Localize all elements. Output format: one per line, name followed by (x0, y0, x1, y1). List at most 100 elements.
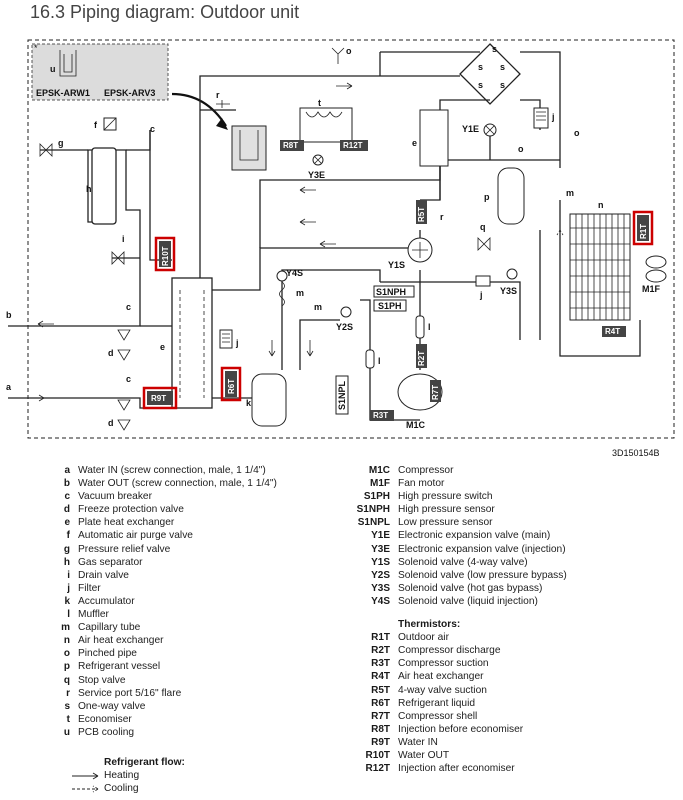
svg-text:h: h (86, 184, 92, 194)
legend-value: Outdoor air (398, 632, 449, 644)
legend-value: Water IN (398, 736, 438, 748)
label-b: b (6, 310, 12, 320)
legend-key: b (63, 478, 70, 490)
plate-heat-exchanger (171, 277, 213, 409)
legend-key: R4T (371, 671, 390, 683)
legend-value: Freeze protection valve (78, 504, 184, 516)
svg-text:R7T: R7T (431, 385, 440, 400)
legend-value: Service port 5/16" flare (78, 687, 182, 699)
four-way-valve (407, 237, 433, 263)
svg-text:k: k (246, 398, 252, 408)
pcb-cooling-symbol (59, 50, 77, 77)
one-way-valve-bridge (459, 43, 521, 105)
legend-value: Injection after economiser (398, 763, 515, 775)
svg-text:d: d (108, 418, 114, 428)
legend-value: Pinched pipe (78, 648, 137, 660)
pcb-cooling (231, 125, 267, 171)
legend-value: Stop valve (78, 674, 126, 686)
svg-text:j: j (551, 112, 555, 122)
svg-text:R5T: R5T (417, 207, 426, 222)
legend-value: High pressure switch (398, 491, 493, 503)
page-title: 16.3 Piping diagram: Outdoor unit (30, 2, 300, 22)
gas-separator (91, 147, 117, 225)
thermistors-title: Thermistors: (398, 619, 461, 631)
legend-value: Refrigerant vessel (78, 661, 161, 673)
thermistor-r8t: R8T (280, 140, 304, 151)
piping-diagram: * u EPSK-ARW1 EPSK-ARV3 b a h f g i c c … (6, 39, 675, 458)
economiser (299, 107, 353, 143)
thermistor-r2t: R2T (416, 344, 427, 368)
thermistor-r5t: R5T (416, 200, 427, 224)
svg-text:Y4S: Y4S (286, 268, 303, 278)
svg-text:s: s (478, 62, 483, 72)
svg-text:s: s (500, 62, 505, 72)
s1nph-sensor (373, 285, 415, 298)
legend-key: a (64, 465, 70, 476)
legend-key: R9T (371, 736, 390, 748)
legend-value: Gas separator (78, 556, 143, 568)
thermistor-r3t: R3T (370, 410, 394, 421)
legend-value: High pressure sensor (398, 504, 495, 516)
svg-text:c: c (126, 374, 131, 384)
legend-value: Filter (78, 582, 101, 594)
legend-value: Water OUT (398, 749, 450, 761)
s1npl-sensor (335, 375, 349, 415)
svg-text:R4T: R4T (605, 327, 620, 336)
cooling-arrow (72, 785, 99, 792)
svg-text:s: s (478, 80, 483, 90)
drain-valve (111, 251, 125, 265)
legend-value: Solenoid valve (liquid injection) (398, 595, 538, 607)
legend-value: Compressor (398, 465, 454, 476)
legend-value: 4-way valve suction (398, 684, 487, 696)
muffler-left (365, 349, 375, 369)
legend-value: Fan motor (398, 478, 445, 490)
svg-text:R9T: R9T (151, 394, 166, 403)
filter-mid (475, 275, 491, 287)
svg-text:o: o (346, 46, 352, 56)
doc-code: 3D150154B (612, 448, 660, 458)
legend-key: s (64, 700, 70, 712)
label-epsk-arw1: EPSK-ARW1 (36, 88, 90, 98)
legend-value: Solenoid valve (4-way valve) (398, 556, 528, 568)
legend-key: R6T (371, 697, 390, 709)
svg-text:r: r (440, 212, 444, 222)
svg-text:R3T: R3T (373, 411, 388, 420)
svg-text:R2T: R2T (417, 351, 426, 366)
label-a: a (6, 382, 12, 392)
legend-key: f (66, 530, 70, 542)
svg-text:o: o (518, 144, 524, 154)
svg-text:c: c (150, 124, 155, 134)
legend-value: Compressor shell (398, 710, 478, 722)
legend-key: q (63, 674, 70, 686)
legend-value: Injection before economiser (398, 723, 524, 735)
svg-text:R8T: R8T (283, 141, 298, 150)
svg-text:R6T: R6T (227, 379, 236, 394)
legend-key: S1NPH (356, 504, 390, 516)
unit-boundary (27, 39, 675, 439)
svg-text:i: i (122, 234, 125, 244)
legend-key: S1PH (363, 491, 390, 503)
svg-text:s: s (500, 80, 505, 90)
heating-arrow (72, 772, 99, 779)
flow-heating: Heating (104, 770, 140, 781)
thermistor-r10t: R10T (154, 236, 176, 272)
svg-text:R12T: R12T (343, 141, 363, 150)
legend-key: i (67, 569, 70, 581)
svg-text:S1PH: S1PH (378, 301, 402, 311)
